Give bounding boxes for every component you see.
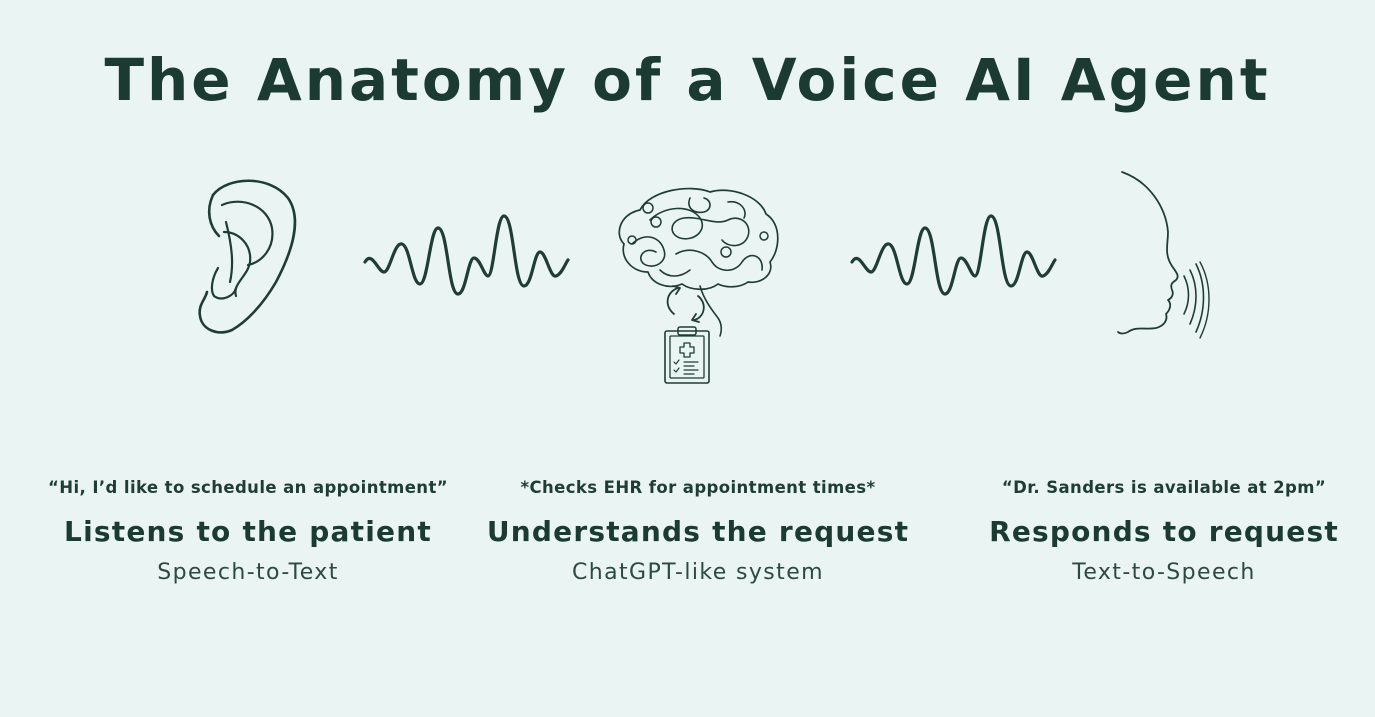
step-understand: *Checks EHR for appointment times* Under… — [468, 475, 928, 587]
step-quote: *Checks EHR for appointment times* — [520, 478, 876, 497]
step-quote: “Dr. Sanders is available at 2pm” — [1001, 478, 1327, 497]
step-heading: Understands the request — [486, 515, 910, 548]
brain-icon — [618, 187, 779, 337]
step-subtitle: ChatGPT-like system — [572, 560, 824, 585]
step-respond: “Dr. Sanders is available at 2pm” Respon… — [934, 475, 1375, 587]
page-title: The Anatomy of a Voice AI Agent — [104, 46, 1271, 114]
step-quote: “Hi, I’d like to schedule an appointment… — [48, 478, 448, 497]
step-subtitle: Speech-to-Text — [157, 560, 339, 585]
refresh-arrows-icon — [666, 285, 705, 323]
ear-icon — [198, 179, 297, 334]
speaking-face-icon — [1117, 171, 1210, 339]
step-subtitle: Text-to-Speech — [1072, 560, 1256, 585]
sound-wave-icon — [850, 214, 1057, 296]
step-heading: Listens to the patient — [64, 515, 432, 548]
step-heading: Responds to request — [989, 515, 1339, 548]
sound-wave-icon — [363, 214, 570, 296]
medical-clipboard-icon — [664, 326, 710, 384]
step-listen: “Hi, I’d like to schedule an appointment… — [18, 475, 478, 587]
